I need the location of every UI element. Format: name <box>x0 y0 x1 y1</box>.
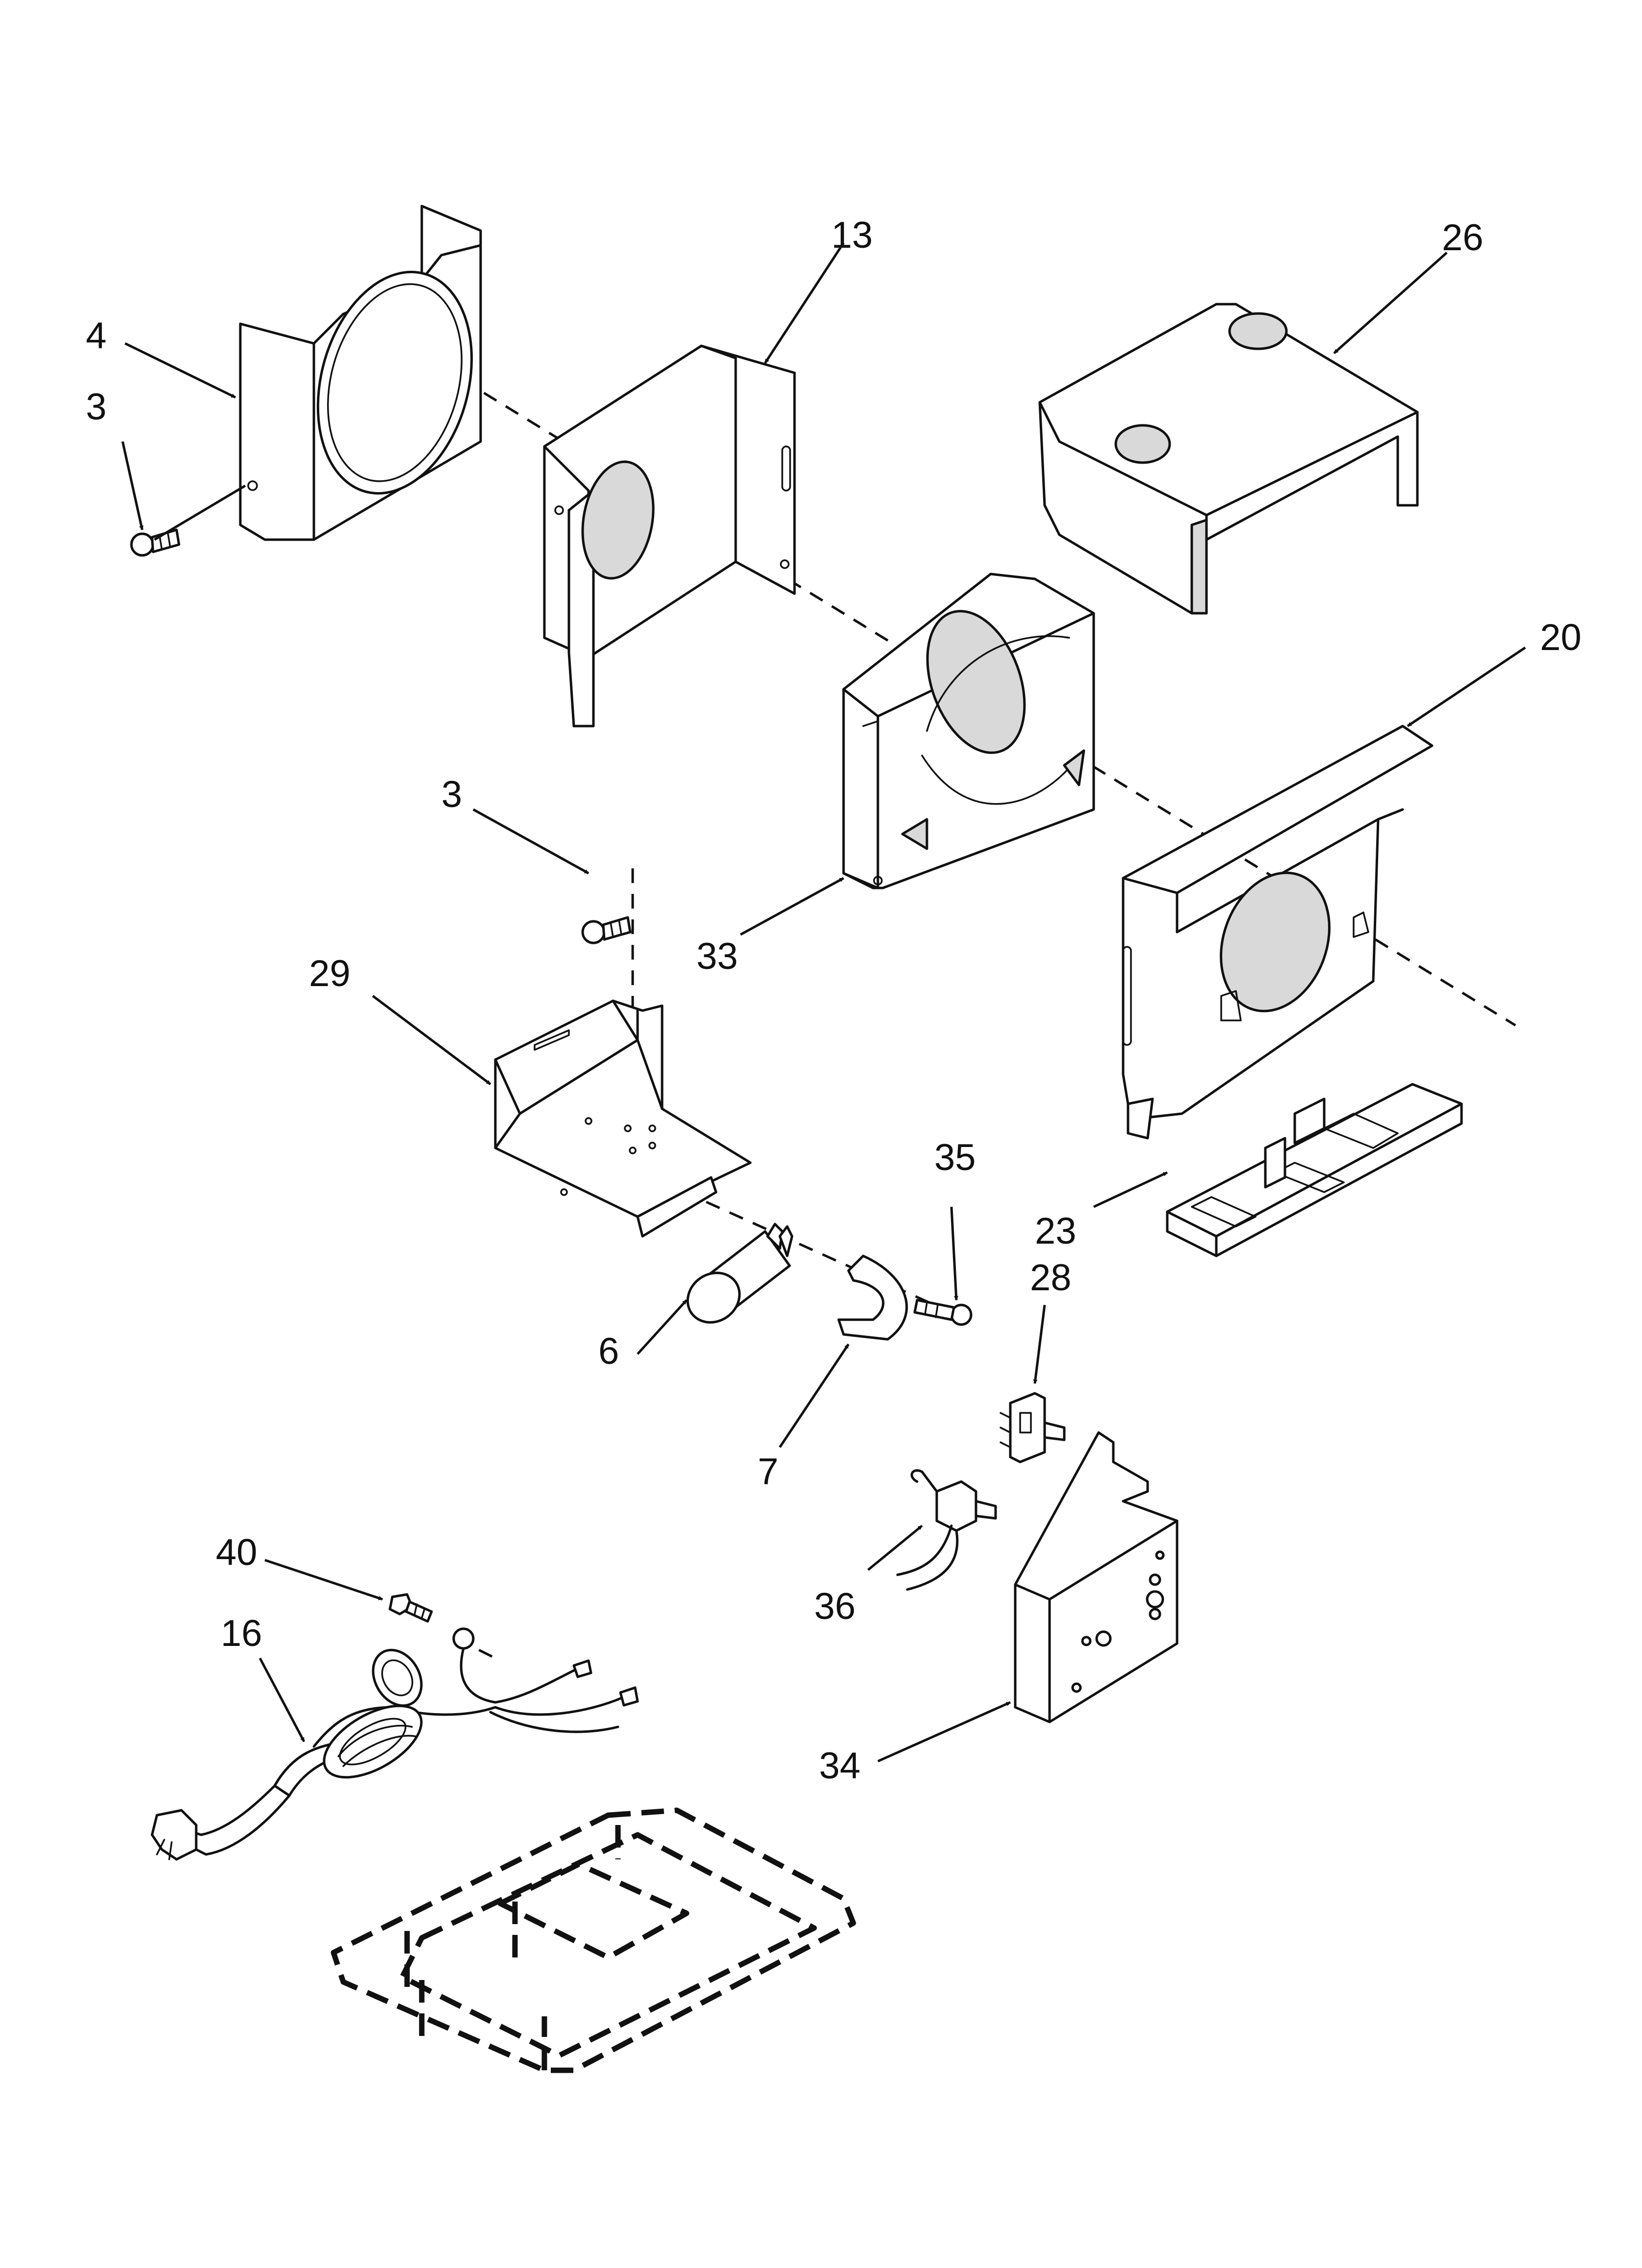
part-26-cover[interactable] <box>1038 303 1419 615</box>
callout-26: 26 <box>1442 217 1484 259</box>
callout-28: 28 <box>1030 1257 1072 1299</box>
part-16-wire-harness[interactable] <box>151 1627 639 1861</box>
part-3-screw-lower[interactable] <box>581 916 632 944</box>
part-29-control-bracket[interactable] <box>494 999 752 1238</box>
callout-40: 40 <box>216 1532 257 1573</box>
part-6-capacitor[interactable] <box>678 1223 794 1332</box>
part-40-ground-screw[interactable] <box>388 1593 433 1623</box>
part-28-rotary-switch[interactable] <box>1000 1392 1066 1463</box>
part-13-orifice-panel[interactable] <box>543 344 796 728</box>
callout-7: 7 <box>758 1451 778 1492</box>
base-pan-phantom-outline <box>331 1807 856 2073</box>
callout-29: 29 <box>309 953 351 994</box>
part-7-capacitor-strap[interactable] <box>837 1254 908 1341</box>
callout-3-lower: 3 <box>441 774 462 815</box>
callout-13: 13 <box>831 214 873 256</box>
part-35-screw[interactable] <box>913 1299 973 1326</box>
part-23-base-tray[interactable] <box>1166 1083 1463 1257</box>
callout-20: 20 <box>1540 617 1582 658</box>
callout-16: 16 <box>221 1613 262 1654</box>
callout-33: 33 <box>696 936 738 977</box>
part-33-scroll-housing[interactable] <box>842 573 1095 889</box>
callout-3-upper: 3 <box>86 386 106 428</box>
callout-23: 23 <box>1035 1210 1077 1252</box>
callout-6: 6 <box>598 1330 619 1372</box>
callout-4: 4 <box>86 315 106 357</box>
part-36-thermostat[interactable] <box>896 1469 997 1591</box>
callout-leaders <box>121 242 1526 1763</box>
part-34-control-panel[interactable] <box>1014 1431 1179 1723</box>
callout-34: 34 <box>819 1745 861 1787</box>
callout-35: 35 <box>934 1137 976 1178</box>
callout-36: 36 <box>814 1586 856 1627</box>
part-3-screw-upper[interactable] <box>130 528 180 557</box>
callout-labels: 3 4 13 26 20 3 33 29 35 23 28 6 7 40 16 … <box>86 214 1582 1787</box>
part-20-bulkhead[interactable] <box>1122 725 1434 1140</box>
part-4-fan-shroud[interactable] <box>239 205 495 541</box>
